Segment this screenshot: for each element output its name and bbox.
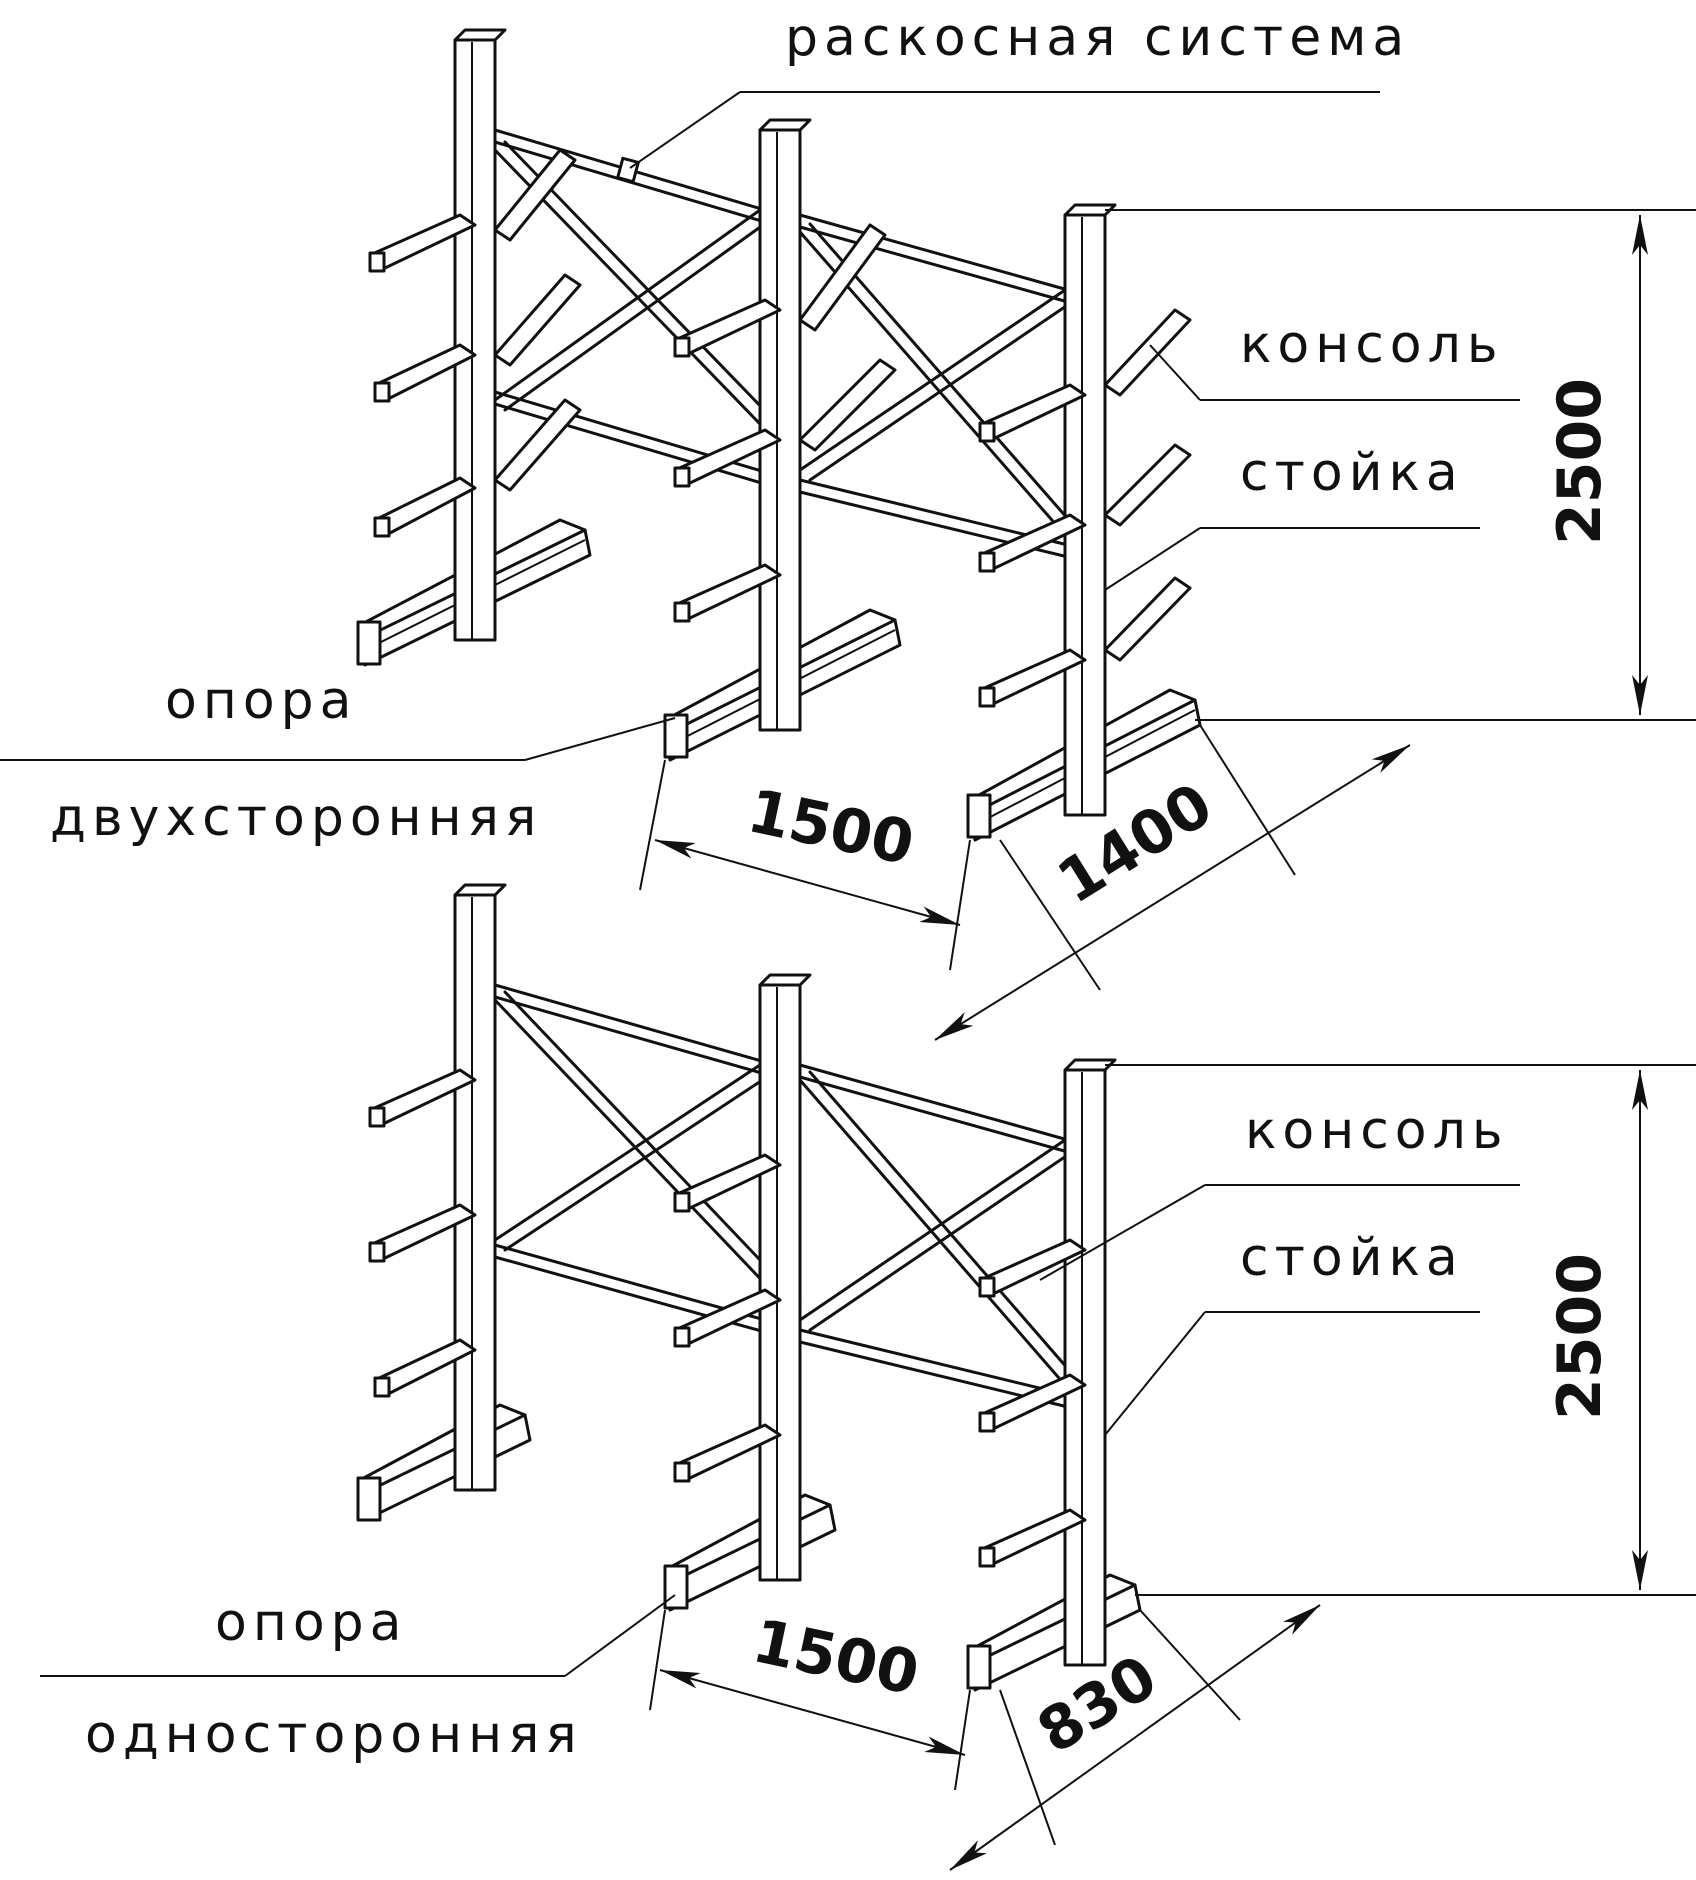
rack-single-sided (40, 883, 1696, 1871)
leader-base-bottom (564, 1594, 676, 1677)
bracing-bay-2-bottom (798, 1063, 1077, 1409)
upright-left-bottom (453, 883, 507, 1492)
leader-base-top (524, 717, 676, 761)
front-arms-middle-bottom (673, 1153, 782, 1483)
upright-left (453, 28, 507, 642)
rack-double-sided (0, 28, 1696, 1041)
label-bracing: раскосная система (785, 8, 1410, 68)
dim-label-height-bottom: 2500 (1545, 1253, 1615, 1420)
upright-right (1063, 203, 1117, 817)
front-arms-left-bottom (368, 1068, 477, 1398)
upright-middle-bottom (758, 973, 812, 1582)
base-left-bottom (356, 1403, 532, 1522)
dim-depth-bottom (949, 1604, 1321, 1871)
dim-label-length-top: 1500 (742, 776, 920, 879)
base-middle-bottom (663, 1493, 837, 1612)
dim-label-height-top: 2500 (1545, 378, 1615, 545)
rear-arms-middle (798, 223, 897, 452)
dim-height-top (1105, 209, 1696, 721)
front-arms-right (978, 383, 1087, 708)
dim-label-length-bottom: 1500 (747, 1606, 925, 1709)
bracing-bay-1 (493, 128, 802, 486)
label-base-bottom-1: опора (215, 1593, 408, 1653)
front-arms-left (368, 213, 477, 538)
label-upright-top: стойка (1240, 443, 1464, 503)
leader-bracing (629, 91, 741, 169)
label-base-top-1: опора (165, 671, 358, 731)
front-arms-middle (673, 298, 782, 623)
upright-right-bottom (1063, 1058, 1117, 1667)
label-upright-bottom: стойка (1240, 1228, 1464, 1288)
rear-arms-left (493, 148, 582, 492)
upright-middle (758, 118, 812, 732)
leader-upright-top (1104, 527, 1201, 591)
leader-upright-bottom (1104, 1311, 1206, 1436)
rear-arms-right (1103, 308, 1192, 662)
front-arms-right-bottom (978, 1238, 1087, 1568)
leader-console-top (1149, 344, 1201, 401)
dim-height-bottom (1105, 1064, 1696, 1596)
dim-depth-top (934, 724, 1411, 1041)
label-base-bottom-2: односторонняя (85, 1705, 583, 1765)
label-console-bottom: консоль (1245, 1101, 1509, 1161)
label-console-top: консоль (1240, 315, 1504, 375)
leader-console-bottom (1039, 1184, 1206, 1281)
label-base-top-2: двухсторонняя (50, 788, 542, 848)
